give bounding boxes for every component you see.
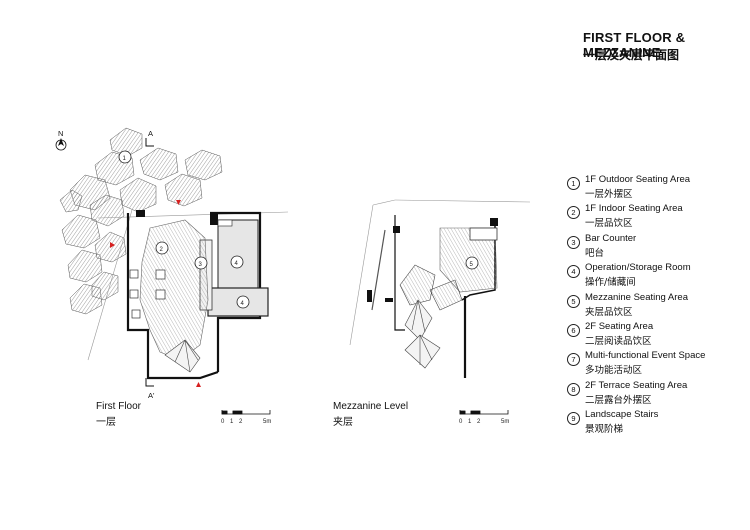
svg-text:2: 2 (160, 247, 164, 253)
legend-number: 7 (567, 353, 580, 367)
svg-text:5: 5 (470, 262, 474, 268)
svg-text:1: 1 (230, 419, 234, 425)
legend-label-en: Bar Counter (585, 232, 637, 244)
legend-label-cn: 二层阅读品饮区 (585, 335, 652, 347)
legend-item: 8 2F Terrace Seating Area 二层露台外摆区 (567, 380, 747, 409)
legend-number: 5 (567, 294, 580, 308)
legend-item: 7 Multi-functional Event Space 多功能活动区 (567, 350, 747, 379)
svg-text:4: 4 (235, 261, 239, 267)
scale-bar-mezzanine-labels: 0 1 2 5m (459, 419, 509, 425)
legend-label-cn: 操作/储藏间 (585, 277, 636, 289)
legend-item: 2 1F Indoor Seating Area 一层品饮区 (567, 203, 747, 232)
svg-text:1: 1 (468, 419, 472, 425)
scale-bar-mezzanine (459, 410, 509, 415)
mezzanine-label-cn: 夹层 (333, 417, 353, 428)
legend-label-cn: 一层品饮区 (585, 218, 633, 230)
first-floor-label-en: First Floor (96, 401, 141, 412)
svg-text:2: 2 (239, 419, 243, 425)
svg-text:4: 4 (241, 301, 245, 307)
section-label-top: A (148, 129, 153, 138)
north-arrow-icon: N (55, 129, 67, 151)
legend: 1 1F Outdoor Seating Area 一层外摆区 2 1F Ind… (567, 174, 747, 439)
plan-marker-3: 3 (194, 256, 208, 270)
legend-label-cn: 多功能活动区 (585, 365, 643, 377)
first-floor-label-cn: 一层 (96, 417, 116, 428)
svg-text:0: 0 (221, 419, 225, 425)
legend-label-cn: 吧台 (585, 247, 605, 259)
legend-label-cn: 二层露台外摆区 (585, 394, 652, 406)
legend-label-cn: 夹层品饮区 (585, 306, 633, 318)
legend-number: 8 (567, 382, 580, 396)
legend-number: 6 (567, 323, 580, 337)
legend-number: 1 (567, 177, 580, 190)
svg-text:5m: 5m (501, 419, 509, 425)
scale-bar-first-floor-labels: 0 1 2 5m (221, 419, 271, 425)
legend-label-en: 2F Seating Area (585, 320, 654, 332)
svg-text:2: 2 (477, 419, 481, 425)
section-mark-bottom: A' (145, 378, 155, 400)
indoor-seating-floor (139, 219, 209, 361)
svg-text:5m: 5m (263, 419, 271, 425)
svg-text:1: 1 (123, 156, 127, 162)
drawing-title-en: FIRST FLOOR & MEZZANINE (583, 30, 686, 60)
legend-number: 3 (567, 235, 580, 249)
legend-number: 9 (567, 412, 580, 426)
entrance-markers (110, 200, 201, 387)
legend-item: 5 Mezzanine Seating Area 夹层品饮区 (567, 292, 747, 321)
storage-room-upper (217, 219, 259, 291)
section-mark-top: A (145, 129, 154, 147)
legend-number: 2 (567, 206, 580, 220)
first-floor-walls (126, 210, 262, 380)
mezzanine-stairs (399, 264, 463, 369)
first-floor-stairs (164, 339, 201, 373)
legend-number: 4 (567, 265, 580, 279)
legend-item: 3 Bar Counter 吧台 (567, 233, 747, 262)
mezzanine-label-en: Mezzanine Level (333, 401, 409, 412)
mezzanine-plan: 5 (349, 199, 531, 378)
legend-item: 6 2F Seating Area 二层阅读品饮区 (567, 321, 747, 350)
svg-text:3: 3 (199, 262, 203, 268)
first-floor-plan: N A (55, 127, 289, 400)
legend-label-en: Landscape Stairs (585, 409, 659, 421)
legend-item: 9 Landscape Stairs 景观阶梯 (567, 409, 747, 438)
drawing-title-cn: 一层及夹层平面图 (583, 48, 680, 62)
plan-marker-2: 2 (155, 241, 169, 255)
legend-label-en: Operation/Storage Room (585, 262, 691, 274)
scale-bar-first-floor (221, 410, 271, 415)
svg-text:0: 0 (459, 419, 463, 425)
plan-marker-4b: 4 (236, 295, 250, 309)
plan-marker-5: 5 (465, 256, 479, 270)
legend-item: 1 1F Outdoor Seating Area 一层外摆区 (567, 174, 747, 203)
plan-marker-1: 1 (118, 150, 132, 164)
legend-label-cn: 景观阶梯 (585, 424, 624, 436)
plan-marker-4a: 4 (230, 255, 244, 269)
legend-label-cn: 一层外摆区 (585, 189, 633, 200)
legend-item: 4 Operation/Storage Room 操作/储藏间 (567, 262, 747, 291)
first-floor-furniture (129, 269, 166, 319)
legend-label-en: 1F Outdoor Seating Area (585, 174, 691, 185)
legend-label-en: Multi-functional Event Space (585, 350, 706, 362)
north-label: N (58, 129, 63, 138)
legend-label-en: Mezzanine Seating Area (585, 291, 688, 303)
legend-label-en: 2F Terrace Seating Area (585, 379, 688, 391)
section-label-bottom: A' (148, 391, 155, 400)
legend-label-en: 1F Indoor Seating Area (585, 203, 683, 215)
